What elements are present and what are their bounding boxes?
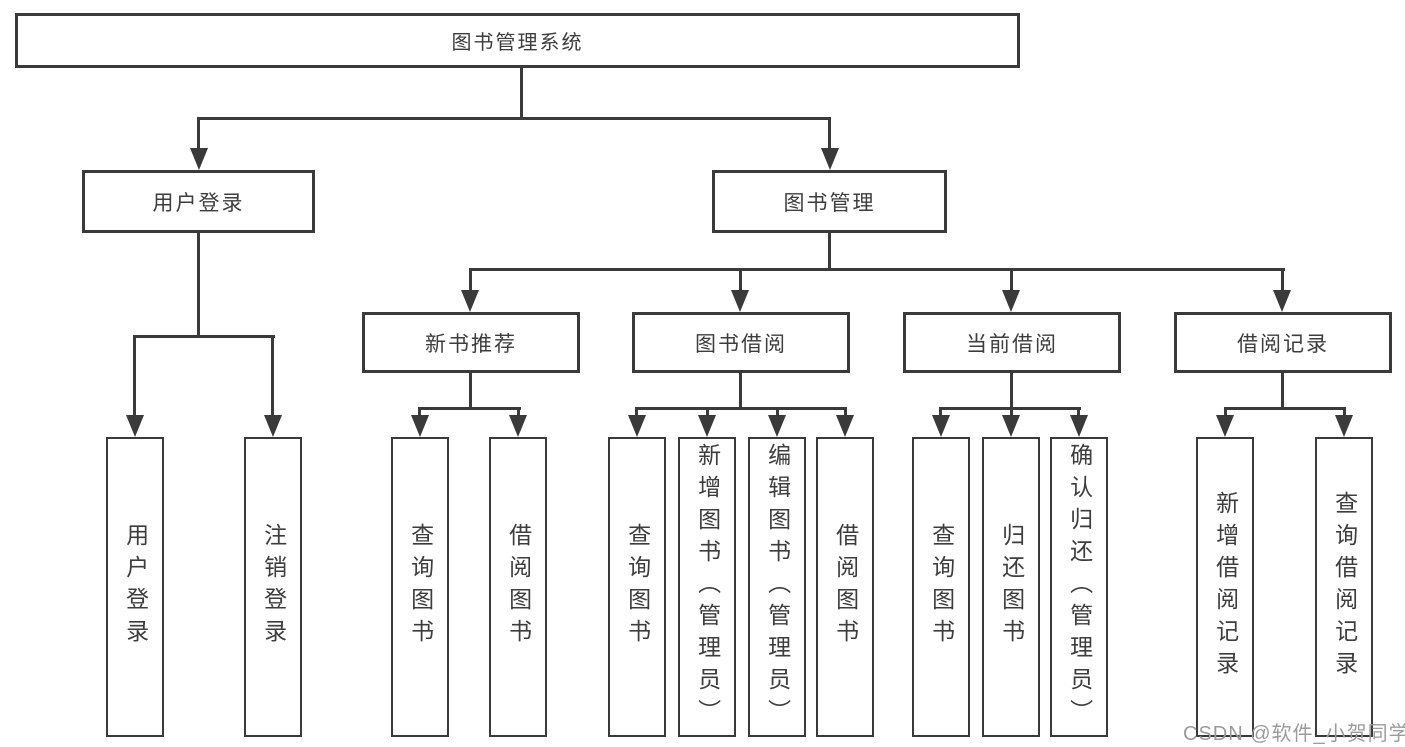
arrowhead-icon <box>1216 415 1234 437</box>
connector-line <box>469 373 472 410</box>
arrowhead-icon <box>698 415 716 437</box>
leaf-label: 新增借阅记录 <box>1212 491 1239 683</box>
connector-line <box>828 117 831 151</box>
node-current-borrowing: 当前借阅 <box>903 312 1121 373</box>
arrowhead-icon <box>126 415 144 437</box>
leaf-label: 编辑图书（管理员） <box>764 443 791 731</box>
leaf-query-books-recommend: 查询图书 <box>391 437 449 737</box>
leaf-borrow-books-recommend: 借阅图书 <box>489 437 547 737</box>
leaf-user-login: 用户登录 <box>106 437 164 737</box>
connector-line <box>198 117 831 120</box>
connector-line <box>1010 373 1013 410</box>
leaf-logout: 注销登录 <box>244 437 302 737</box>
connector-line <box>828 233 831 271</box>
node-label: 用户登录 <box>152 191 245 215</box>
leaf-label: 借阅图书 <box>832 523 859 651</box>
connector-line <box>1224 407 1227 418</box>
connector-line <box>706 407 709 418</box>
arrowhead-icon <box>821 148 839 170</box>
connector-line <box>939 407 942 418</box>
arrowhead-icon <box>628 415 646 437</box>
connector-line <box>776 407 779 418</box>
node-book-borrowing: 图书借阅 <box>632 312 850 373</box>
node-user-login: 用户登录 <box>82 170 315 233</box>
arrowhead-icon <box>1335 415 1353 437</box>
arrowhead-icon <box>411 415 429 437</box>
arrowhead-icon <box>932 415 950 437</box>
connector-line <box>1010 407 1013 418</box>
arrowhead-icon <box>509 415 527 437</box>
leaf-confirm-return-admin: 确认归还（管理员） <box>1050 437 1108 737</box>
arrowhead-icon <box>264 415 282 437</box>
leaf-label: 查询图书 <box>928 523 955 651</box>
node-label: 当前借阅 <box>966 332 1058 356</box>
node-new-book-recommendation: 新书推荐 <box>362 312 580 373</box>
connector-line <box>197 233 200 337</box>
arrowhead-icon <box>461 290 479 312</box>
leaf-label: 查询图书 <box>624 523 651 651</box>
connector-line <box>1010 268 1013 294</box>
connector-line <box>1343 407 1346 418</box>
connector-line <box>418 407 421 418</box>
connector-line <box>197 117 200 151</box>
leaf-add-books-admin: 新增图书（管理员） <box>678 437 736 737</box>
leaf-query-books-borrow: 查询图书 <box>608 437 666 737</box>
node-label: 图书管理系统 <box>451 32 584 54</box>
connector-line <box>133 335 136 417</box>
node-library-management-system: 图书管理系统 <box>15 13 1020 68</box>
leaf-label: 查询图书 <box>407 523 434 651</box>
arrowhead-icon <box>836 415 854 437</box>
connector-line <box>1281 268 1284 294</box>
connector-line <box>520 68 523 120</box>
connector-line <box>469 268 472 294</box>
arrowhead-icon <box>1002 415 1020 437</box>
node-label: 借阅记录 <box>1237 332 1329 356</box>
arrowhead-icon <box>731 290 749 312</box>
arrowhead-icon <box>1070 415 1088 437</box>
leaf-add-borrow-record: 新增借阅记录 <box>1196 437 1254 737</box>
leaf-query-borrow-record: 查询借阅记录 <box>1315 437 1373 737</box>
node-borrowing-records: 借阅记录 <box>1174 312 1392 373</box>
leaf-label: 归还图书 <box>998 523 1025 651</box>
leaf-label: 用户登录 <box>122 523 149 651</box>
connector-line <box>739 373 742 410</box>
leaf-label: 借阅图书 <box>505 523 532 651</box>
connector-line <box>1281 373 1284 410</box>
leaf-label: 查询借阅记录 <box>1331 491 1358 683</box>
leaf-label: 确认归还（管理员） <box>1066 443 1093 731</box>
connector-line <box>517 407 520 418</box>
leaf-return-books: 归还图书 <box>982 437 1040 737</box>
connector-line <box>739 268 742 294</box>
arrowhead-icon <box>1002 290 1020 312</box>
leaf-label: 新增图书（管理员） <box>694 443 721 731</box>
csdn-watermark: CSDN @软件_小贺同学 <box>1183 723 1405 745</box>
connector-line <box>1224 407 1346 410</box>
connector-line <box>635 407 847 410</box>
node-label: 新书推荐 <box>425 332 517 356</box>
leaf-label: 注销登录 <box>260 523 287 651</box>
connector-line <box>134 335 275 338</box>
connector-line <box>418 407 521 410</box>
leaf-edit-books-admin: 编辑图书（管理员） <box>748 437 806 737</box>
connector-line <box>635 407 638 418</box>
connector-line <box>271 335 274 417</box>
arrowhead-icon <box>768 415 786 437</box>
arrowhead-icon <box>1273 290 1291 312</box>
node-label: 图书借阅 <box>695 332 787 356</box>
connector-line <box>844 407 847 418</box>
node-label: 图书管理 <box>783 191 876 215</box>
arrowhead-icon <box>190 148 208 170</box>
connector-line <box>1077 407 1080 418</box>
connector-line <box>469 268 1285 271</box>
leaf-borrow-books: 借阅图书 <box>816 437 874 737</box>
leaf-query-books-current: 查询图书 <box>912 437 970 737</box>
node-book-management: 图书管理 <box>712 170 947 233</box>
